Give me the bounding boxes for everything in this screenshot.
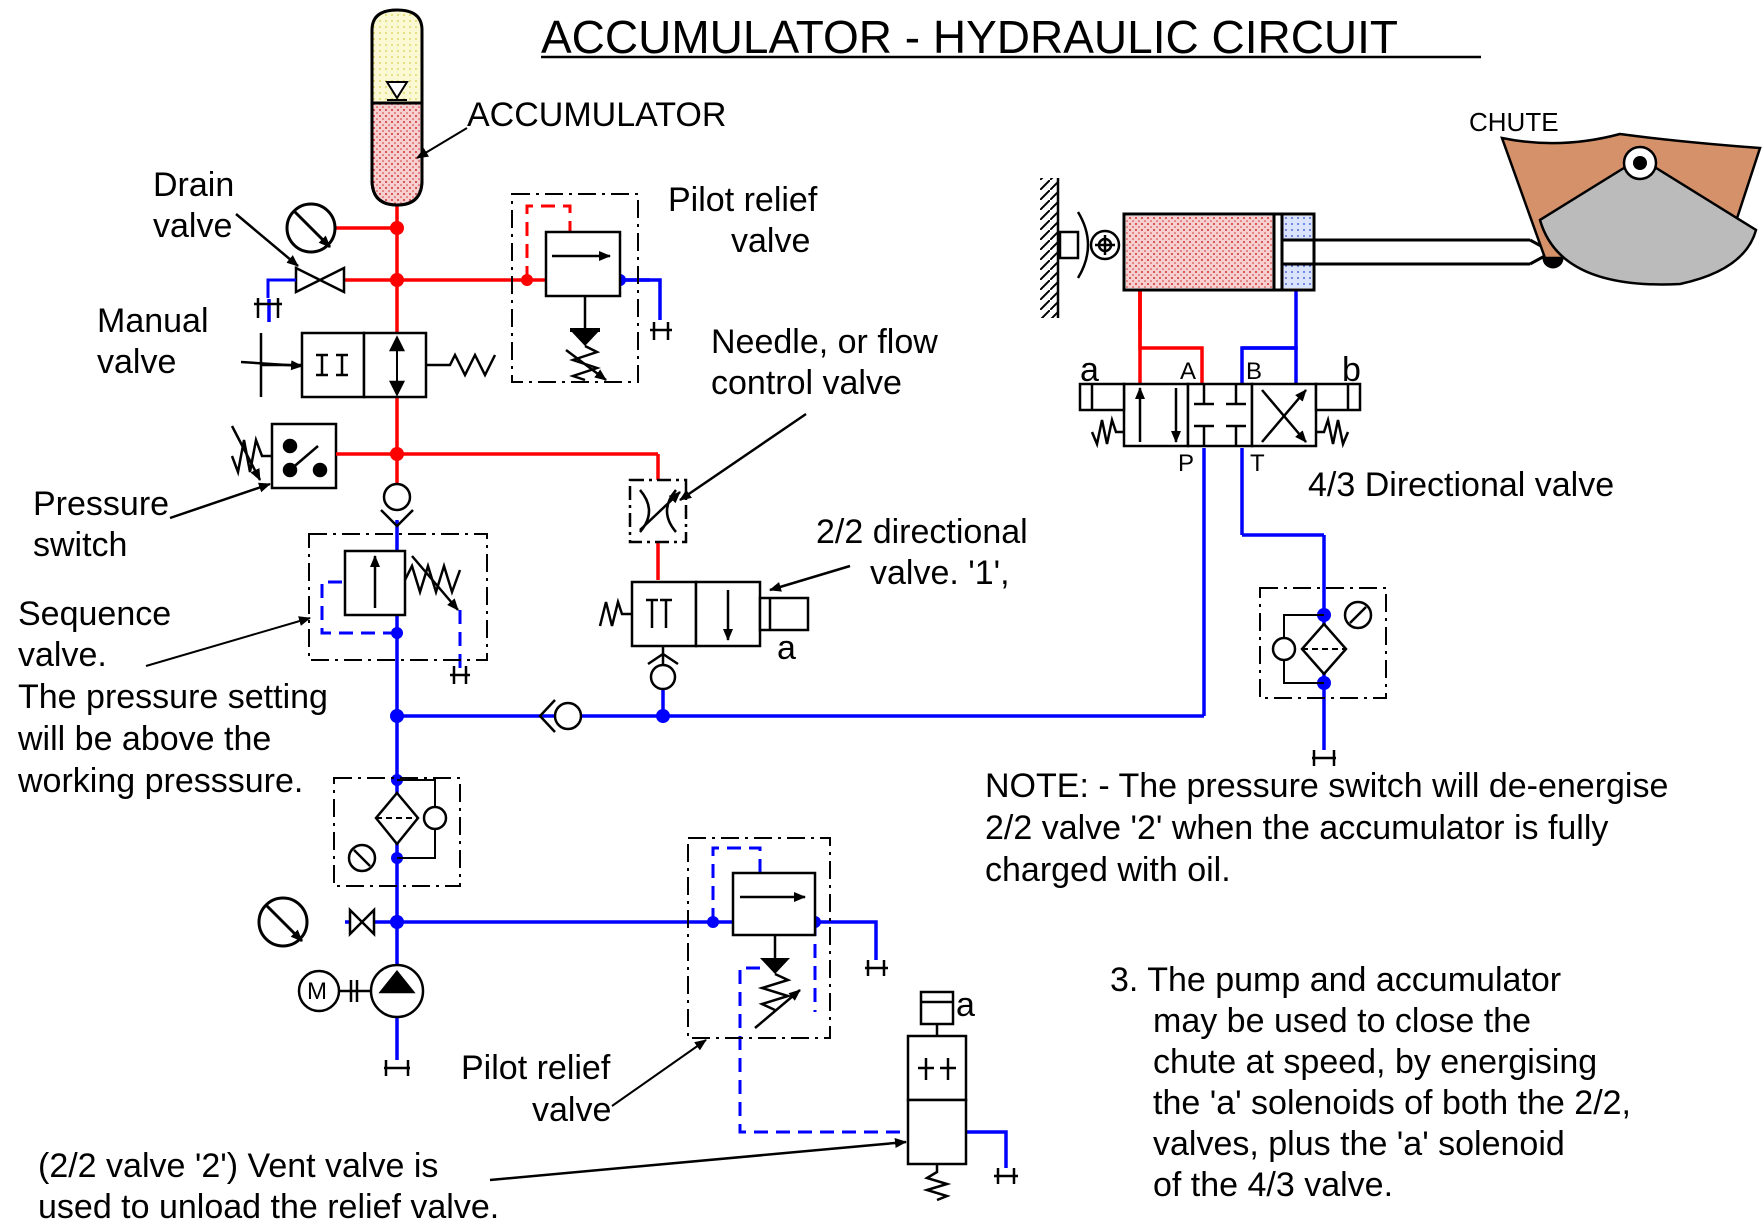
accumulator <box>370 8 424 207</box>
pressure-lines-cyl <box>1138 290 1204 385</box>
label-sequence-valve-5: working presssure. <box>18 762 304 800</box>
label-port-t: T <box>1250 450 1265 477</box>
note-3-3: chute at speed, by energising <box>1153 1043 1598 1081</box>
label-2-2-solenoid-a: a <box>777 629 796 667</box>
label-motor: M <box>307 978 327 1005</box>
label-port-p: P <box>1178 450 1195 477</box>
label-sequence-valve-1: Sequence <box>18 595 172 633</box>
note-main-2: 2/2 valve '2' when the accumulator is fu… <box>985 809 1609 847</box>
label-sequence-valve-4: will be above the <box>18 720 272 758</box>
label-vent-valve-2: used to unload the relief valve. <box>38 1188 500 1226</box>
label-vent-valve-1: (2/2 valve '2') Vent valve is <box>38 1147 439 1185</box>
diagram-title: ACCUMULATOR - HYDRAULIC CIRCUIT <box>541 11 1399 63</box>
note-3-6: of the 4/3 valve. <box>1153 1166 1394 1204</box>
label-2-2-valve-2: valve. '1', <box>870 554 1010 592</box>
pilot-lines-red <box>525 204 572 280</box>
label-pressure-switch-1: Pressure <box>33 485 170 523</box>
label-port-b: B <box>1246 358 1263 385</box>
label-manual-valve-1: Manual <box>97 302 209 340</box>
label-vent-solenoid-a: a <box>956 986 975 1024</box>
filter-lower <box>333 777 461 887</box>
label-pilot-relief-top-1: Pilot relief <box>668 181 818 219</box>
label-4-3-sol-a: a <box>1080 351 1099 389</box>
directional-valve-4-3 <box>1078 382 1362 449</box>
note-3-2: may be used to close the <box>1153 1002 1532 1040</box>
note-3-1: 3. The pump and accumulator <box>1110 961 1562 999</box>
pilot-relief-valve-bottom <box>611 837 888 1107</box>
label-sequence-valve-2: valve. <box>18 636 107 674</box>
filter-right <box>1259 587 1387 766</box>
check-valve-2-2 <box>647 646 679 691</box>
note-3-5: valves, plus the 'a' solenoid <box>1153 1125 1565 1163</box>
pressure-gauge-bottom <box>257 896 376 948</box>
label-pilot-relief-top-2: valve <box>731 222 811 260</box>
pressure-gauge-top <box>285 202 337 254</box>
return-lines-cylinder <box>1240 290 1298 385</box>
accumulator-leader <box>416 127 468 159</box>
chute <box>1500 132 1762 286</box>
label-pilot-relief-bottom-1: Pilot relief <box>461 1049 611 1087</box>
label-needle-valve-1: Needle, or flow <box>711 323 938 361</box>
pressure-switch <box>169 422 397 520</box>
label-chute: CHUTE <box>1469 107 1559 137</box>
directional-valve-1 <box>598 564 851 648</box>
note-main-1: NOTE: - The pressure switch will de-ener… <box>985 767 1669 805</box>
note-3-4: the 'a' solenoids of both the 2/2, <box>1153 1084 1631 1122</box>
label-drain-valve-1: Drain <box>153 166 235 204</box>
drain-valve <box>235 213 346 318</box>
label-sequence-valve-3: The pressure setting <box>18 678 328 716</box>
vent-valve <box>489 990 1018 1202</box>
label-accumulator: ACCUMULATOR <box>467 96 727 134</box>
pilot-lines-blue <box>320 580 906 1134</box>
check-valve-horizontal <box>538 699 583 733</box>
label-4-3-valve: 4/3 Directional valve <box>1308 466 1615 504</box>
label-port-a: A <box>1180 358 1197 385</box>
label-needle-valve-2: control valve <box>711 364 902 402</box>
label-manual-valve-2: valve <box>97 343 177 381</box>
note-main-3: charged with oil. <box>985 851 1231 889</box>
label-pilot-relief-bottom-2: valve <box>532 1091 612 1129</box>
label-2-2-valve-1: 2/2 directional <box>816 513 1028 551</box>
needle-valve <box>628 412 807 544</box>
manual-valve <box>240 331 497 399</box>
check-valve-upper <box>380 482 414 528</box>
wall-mount <box>1040 178 1121 318</box>
label-4-3-sol-b: b <box>1342 351 1361 389</box>
motor-pump <box>297 963 425 1076</box>
label-pressure-switch-2: switch <box>33 526 128 564</box>
sequence-valve <box>145 533 488 684</box>
hydraulic-cylinder <box>1122 212 1564 292</box>
label-drain-valve-2: valve <box>153 207 233 245</box>
pilot-relief-valve-top <box>511 193 672 383</box>
